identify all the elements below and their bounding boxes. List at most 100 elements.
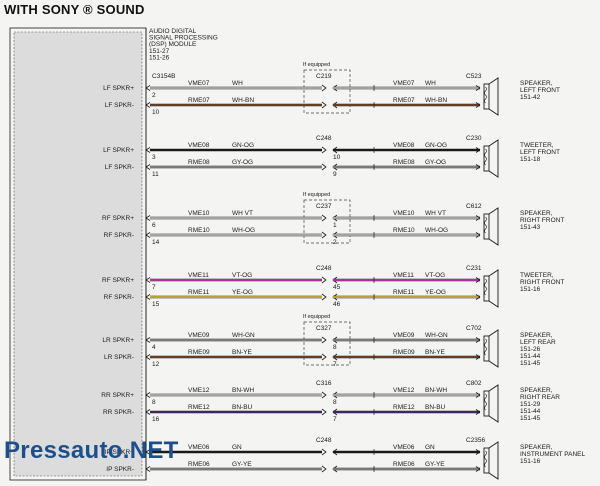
- speaker-body: [483, 275, 490, 302]
- module-pin-mark: [145, 147, 151, 153]
- speaker-label-line: 151-44: [520, 408, 541, 415]
- wire-color-left: GY-YE: [232, 461, 252, 468]
- module-pin-mark: [145, 409, 151, 415]
- signal-label: RF SPKR-: [104, 232, 134, 239]
- speaker-cone: [488, 441, 499, 480]
- circuit-id-left: VME09: [188, 332, 210, 339]
- center-pin-mark: [321, 146, 327, 154]
- module-pin-mark: [145, 215, 151, 221]
- signal-label: RF SPKR+: [102, 277, 134, 284]
- speaker-label-line: SPEAKER,: [520, 332, 553, 339]
- speaker-icon: [483, 207, 499, 246]
- center-pin-number: 1: [333, 222, 337, 229]
- if-equipped-note: If equipped: [303, 192, 330, 198]
- module-pin-number: 11: [152, 171, 159, 178]
- circuit-id-left: VME12: [188, 387, 210, 394]
- wire-color-left: GY-OG: [232, 159, 253, 166]
- speaker-cone: [488, 329, 499, 368]
- circuit-id-right: RME07: [393, 97, 415, 104]
- module-pin-mark: [145, 337, 151, 343]
- center-connector-label: C219: [316, 73, 332, 80]
- center-pin-mark: [321, 163, 327, 171]
- speaker-connector-label: C523: [466, 73, 482, 80]
- speaker-pin-mark: [475, 392, 481, 398]
- circuit-id-right: RME11: [393, 289, 415, 296]
- speaker-label-line: 151-43: [520, 224, 541, 231]
- page-title: WITH SONY ® SOUND: [4, 2, 145, 17]
- speaker-icon: [483, 441, 499, 480]
- center-pin-mark: [321, 101, 327, 109]
- speaker-coil: [484, 86, 487, 104]
- speaker-body: [483, 390, 490, 417]
- wire-color-left: BN-YE: [232, 349, 253, 356]
- module-pin-number: 15: [152, 301, 160, 308]
- speaker-coil: [484, 338, 487, 356]
- speaker-pin-mark: [475, 164, 481, 170]
- signal-label: LF SPKR-: [105, 102, 134, 109]
- circuit-id-right: VME06: [393, 444, 415, 451]
- speaker-coil: [484, 148, 487, 166]
- circuit-id-right: VME12: [393, 387, 415, 394]
- wire-color-right: BN-YE: [425, 349, 446, 356]
- center-connector-label: C316: [316, 380, 332, 387]
- speaker-icon: [483, 139, 499, 178]
- center-connector-label: C248: [316, 135, 332, 142]
- module-pin-mark: [145, 466, 151, 472]
- speaker-icon: [483, 384, 499, 423]
- wire-color-left: WH-GN: [232, 332, 255, 339]
- speaker-connector-label: C802: [466, 380, 482, 387]
- circuit-id-left: RME12: [188, 404, 210, 411]
- watermark: Pressauto.NET: [4, 437, 179, 464]
- if-equipped-note: If equipped: [303, 62, 330, 68]
- wire-color-right: WH-BN: [425, 97, 447, 104]
- speaker-pin-mark: [475, 102, 481, 108]
- speaker-label-line: 151-44: [520, 353, 541, 360]
- speaker-label-line: LEFT FRONT: [520, 149, 560, 156]
- speaker-connector-label: C702: [466, 325, 482, 332]
- circuit-id-left: VME08: [188, 142, 210, 149]
- wire-color-left: WH VT: [232, 210, 253, 217]
- circuit-id-right: VME09: [393, 332, 415, 339]
- circuit-id-right: VME11: [393, 272, 414, 279]
- center-pin-mark: [321, 214, 327, 222]
- speaker-body: [483, 213, 490, 240]
- wire-color-right: WH VT: [425, 210, 446, 217]
- signal-label: IP SPKR-: [106, 466, 134, 473]
- speaker-cone: [488, 269, 499, 308]
- optional-connector-box: [303, 321, 351, 366]
- circuit-id-left: VME07: [188, 80, 210, 87]
- wire-color-left: BN-WH: [232, 387, 254, 394]
- speaker-pin-mark: [475, 147, 481, 153]
- center-pin-mark: [321, 391, 327, 399]
- module-pin-mark: [145, 449, 151, 455]
- wire-color-left: WH-OG: [232, 227, 255, 234]
- wire-color-left: GN-OG: [232, 142, 254, 149]
- speaker-label-line: SPEAKER,: [520, 387, 553, 394]
- wire-color-left: GN: [232, 444, 242, 451]
- speaker-icon: [483, 77, 499, 116]
- circuit-id-left: VME11: [188, 272, 209, 279]
- speaker-label-line: RIGHT REAR: [520, 394, 560, 401]
- speaker-cone: [488, 139, 499, 178]
- speaker-cone: [488, 384, 499, 423]
- circuit-id-left: RME07: [188, 97, 210, 104]
- speaker-coil: [484, 216, 487, 234]
- module-pin-mark: [145, 354, 151, 360]
- speaker-pin-mark: [475, 466, 481, 472]
- signal-label: IP SPKR+: [105, 449, 135, 456]
- dsp-module-title-line: 151-27: [149, 48, 170, 55]
- speaker-label-line: RIGHT FRONT: [520, 217, 564, 224]
- signal-label: LF SPKR-: [105, 164, 134, 171]
- center-pin-mark: [321, 84, 327, 92]
- speaker-label-line: 151-26: [520, 346, 541, 353]
